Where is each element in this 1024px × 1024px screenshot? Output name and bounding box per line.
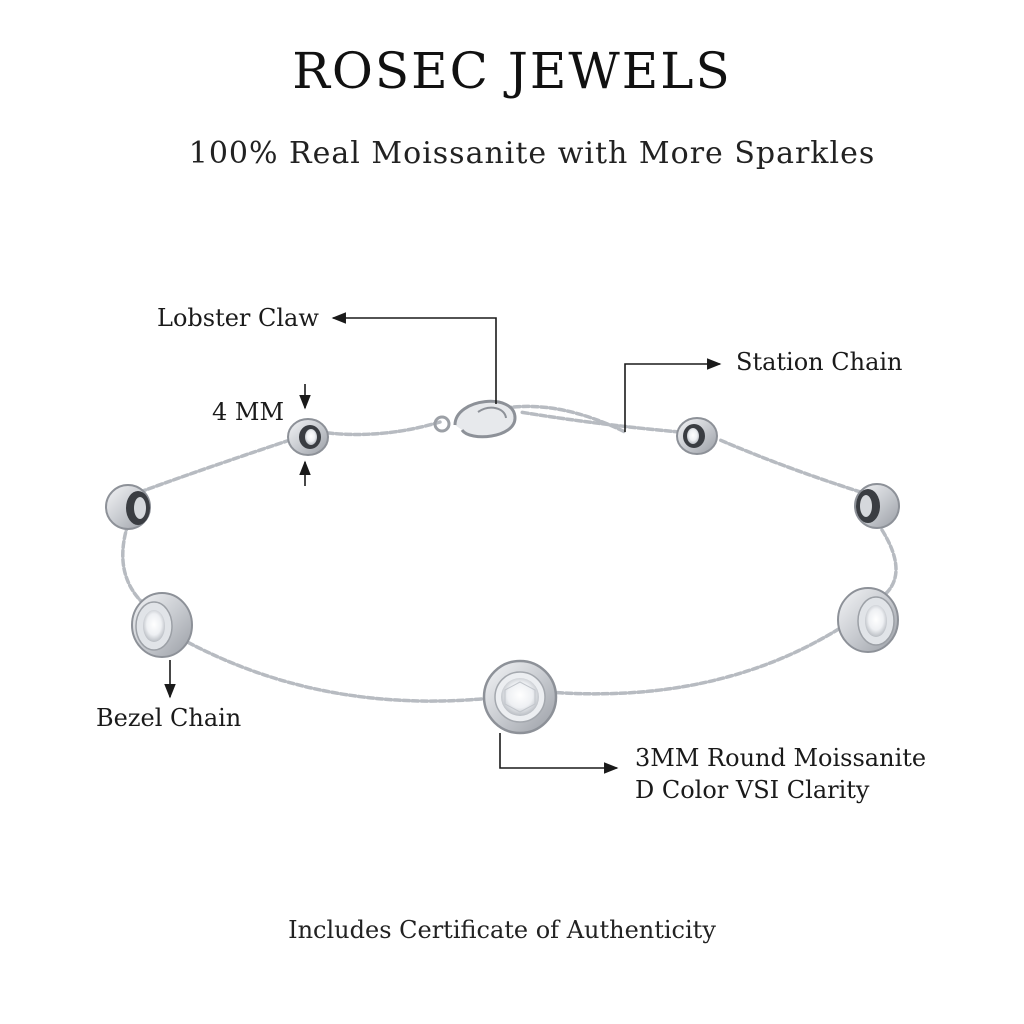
chain-right-mid <box>718 438 872 497</box>
chain-left-side <box>121 522 147 607</box>
chain-right-lower <box>546 623 847 696</box>
bezel-station-small-2 <box>676 417 718 455</box>
chain-left-mid <box>138 438 292 494</box>
lobster-claw-callout <box>331 312 497 404</box>
lobster-claw-clasp <box>433 399 517 439</box>
chain-right-side <box>880 528 898 599</box>
bezel-station-left-side <box>105 484 151 530</box>
station-chain-callout <box>624 358 722 432</box>
bezel-station-left-lower <box>131 592 193 658</box>
bezel-station-small-1 <box>287 418 329 456</box>
tagline: 100% Real Moissanite with More Sparkles <box>188 136 876 171</box>
chain-extension <box>503 404 627 434</box>
size-label: 4 MM <box>212 398 285 426</box>
chain <box>121 404 898 703</box>
chain-right-upper <box>518 410 682 434</box>
bezel-chain-label: Bezel Chain <box>96 704 242 732</box>
chain-left-upper <box>318 420 442 437</box>
stone-callout <box>499 733 619 774</box>
stone-spec-line1: 3MM Round Moissanite <box>635 744 927 772</box>
certificate-note: Includes Certificate of Authenticity <box>288 916 716 944</box>
bezel-station-right-side <box>854 483 900 529</box>
chain-left-lower <box>178 636 494 703</box>
station-chain-label: Station Chain <box>736 348 903 376</box>
lobster-claw-label: Lobster Claw <box>157 304 319 332</box>
brand-title: ROSEC JEWELS <box>292 42 732 100</box>
callout-lines <box>164 312 722 774</box>
bezel-station-right-lower <box>837 587 899 653</box>
stone-spec-line2: D Color VSI Clarity <box>635 776 870 804</box>
bezel-station-center <box>482 659 558 735</box>
